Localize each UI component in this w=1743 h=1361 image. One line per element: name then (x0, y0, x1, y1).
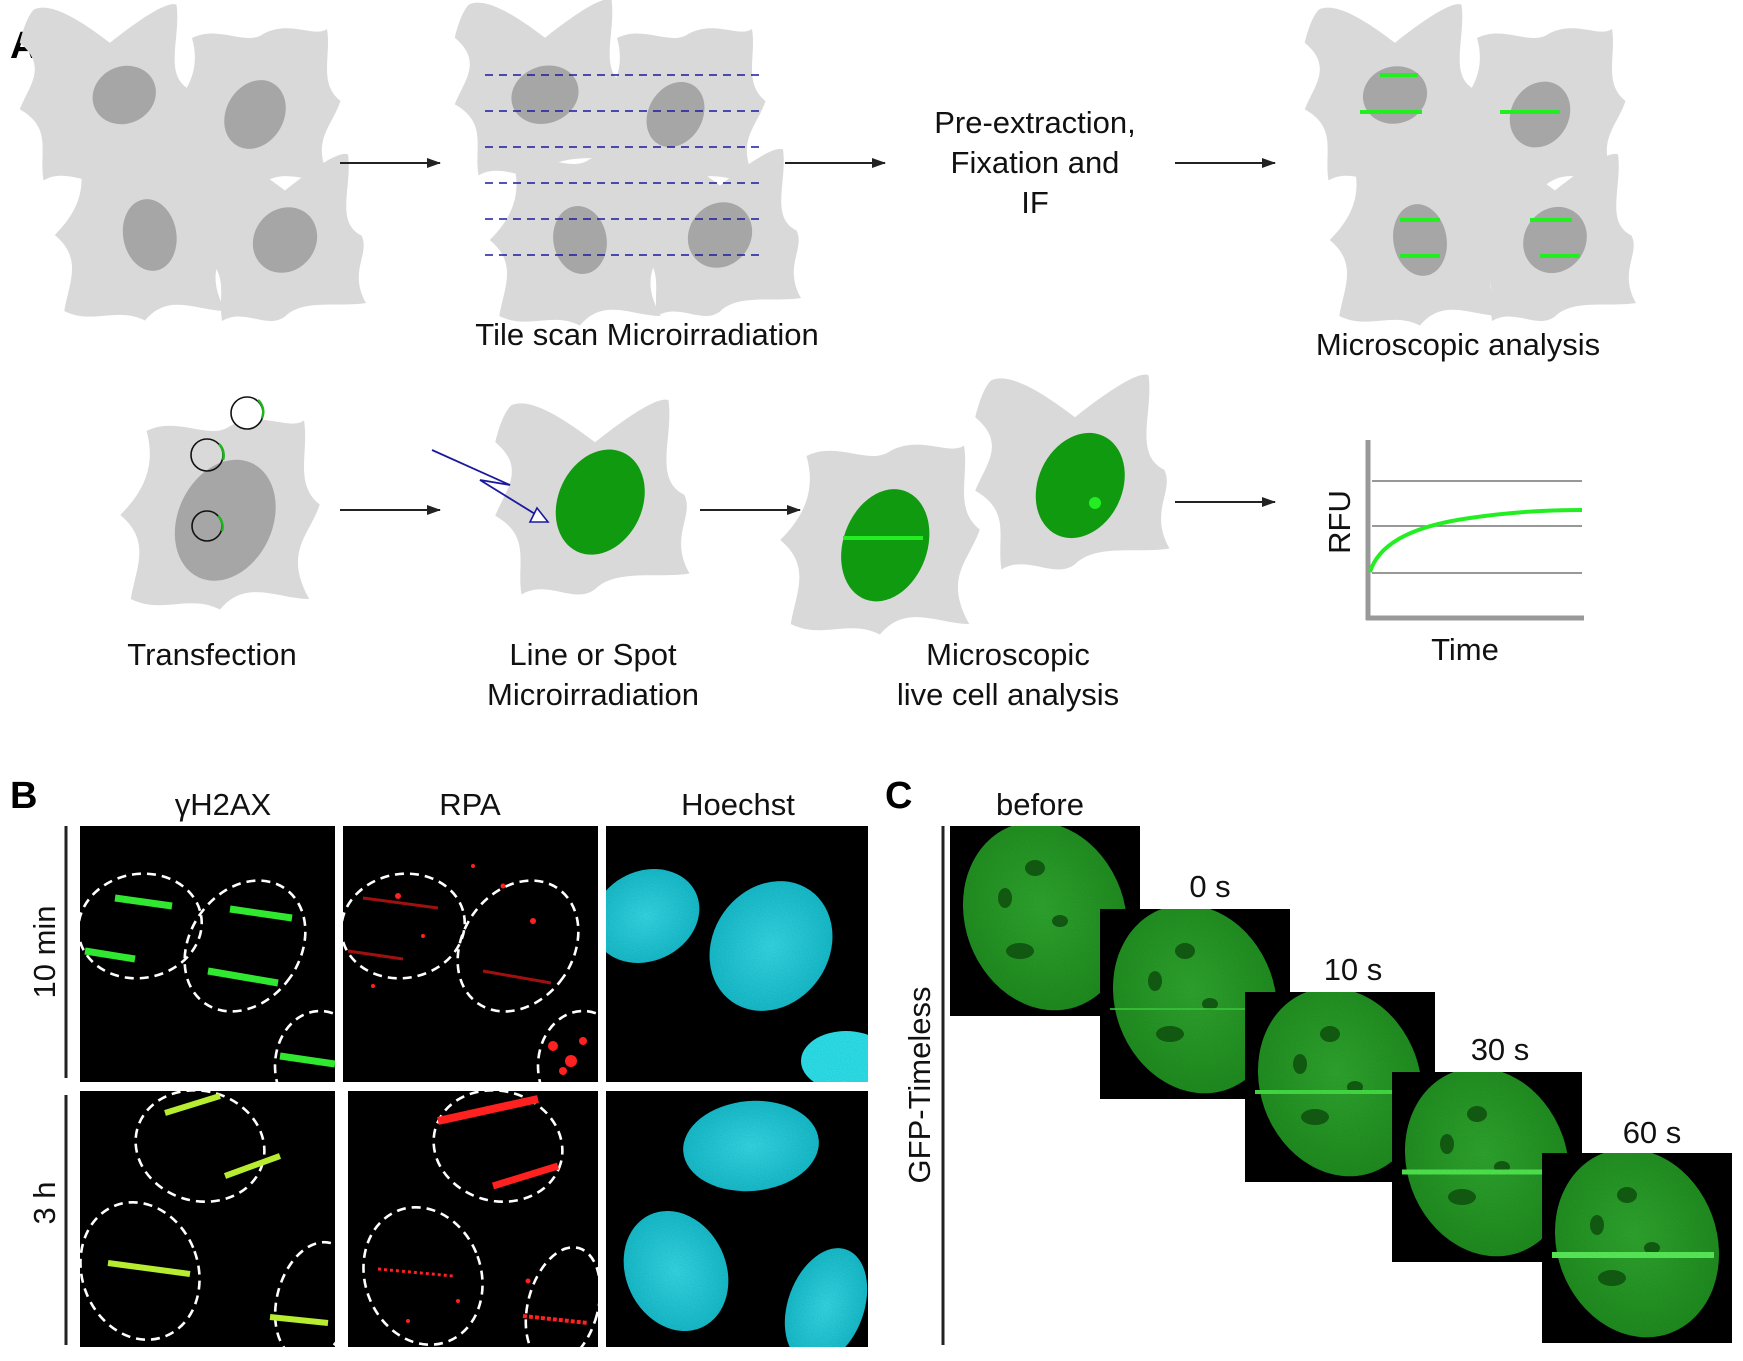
frame-60s (1542, 1153, 1732, 1343)
recruitment-graph: RFU Time (1322, 440, 1584, 667)
recruitment-curve (1368, 508, 1583, 573)
live-cell-label-1: Microscopic (926, 637, 1090, 672)
col-label-gh2ax: γH2AX (175, 787, 272, 822)
graph-ylabel: RFU (1322, 490, 1357, 554)
cell-group-untreated (19, 4, 366, 321)
line-spot-label-2: Microirradiation (487, 677, 699, 712)
img-rpa-10min (343, 826, 598, 1082)
live-cell-label-2: live cell analysis (897, 677, 1119, 712)
step-pre-line-1: Pre-extraction, (934, 105, 1136, 140)
transfection-label: Transfection (127, 637, 296, 672)
img-hoechst-10min (606, 826, 868, 1082)
col-label-hoechst: Hoechst (681, 787, 795, 822)
frame-label-60s: 60 s (1623, 1115, 1682, 1150)
panel-letter-c: C (885, 775, 912, 817)
graph-xlabel: Time (1431, 632, 1499, 667)
step-pre-line-2: Fixation and (951, 145, 1120, 180)
row-label-10min: 10 min (27, 905, 62, 998)
step-pre-line-3: IF (1021, 185, 1049, 220)
cell-group-live (780, 374, 1170, 635)
microscopic-analysis-label: Microscopic analysis (1316, 327, 1600, 362)
img-gh2ax-3h (80, 1091, 335, 1347)
frame-label-30s: 30 s (1471, 1032, 1530, 1067)
img-hoechst-3h (606, 1091, 868, 1347)
cell-group-tile-scan (454, 0, 801, 326)
laser-icon (528, 506, 550, 523)
col-label-rpa: RPA (439, 787, 501, 822)
row-label-gfp-timeless: GFP-Timeless (902, 987, 937, 1184)
cell-transfection (120, 396, 320, 610)
frame-label-0s: 0 s (1189, 869, 1230, 904)
line-spot-label-1: Line or Spot (509, 637, 677, 672)
img-gh2ax-10min (80, 826, 335, 1082)
cell-group-stained (1304, 4, 1636, 326)
row-label-3h: 3 h (27, 1181, 62, 1224)
tile-scan-label: Tile scan Microirradiation (475, 317, 818, 352)
panel-letter-b: B (10, 775, 37, 817)
frame-label-before: before (996, 787, 1084, 822)
img-rpa-3h (348, 1091, 598, 1347)
frame-label-10s: 10 s (1324, 952, 1383, 987)
cell-laser (431, 399, 690, 595)
